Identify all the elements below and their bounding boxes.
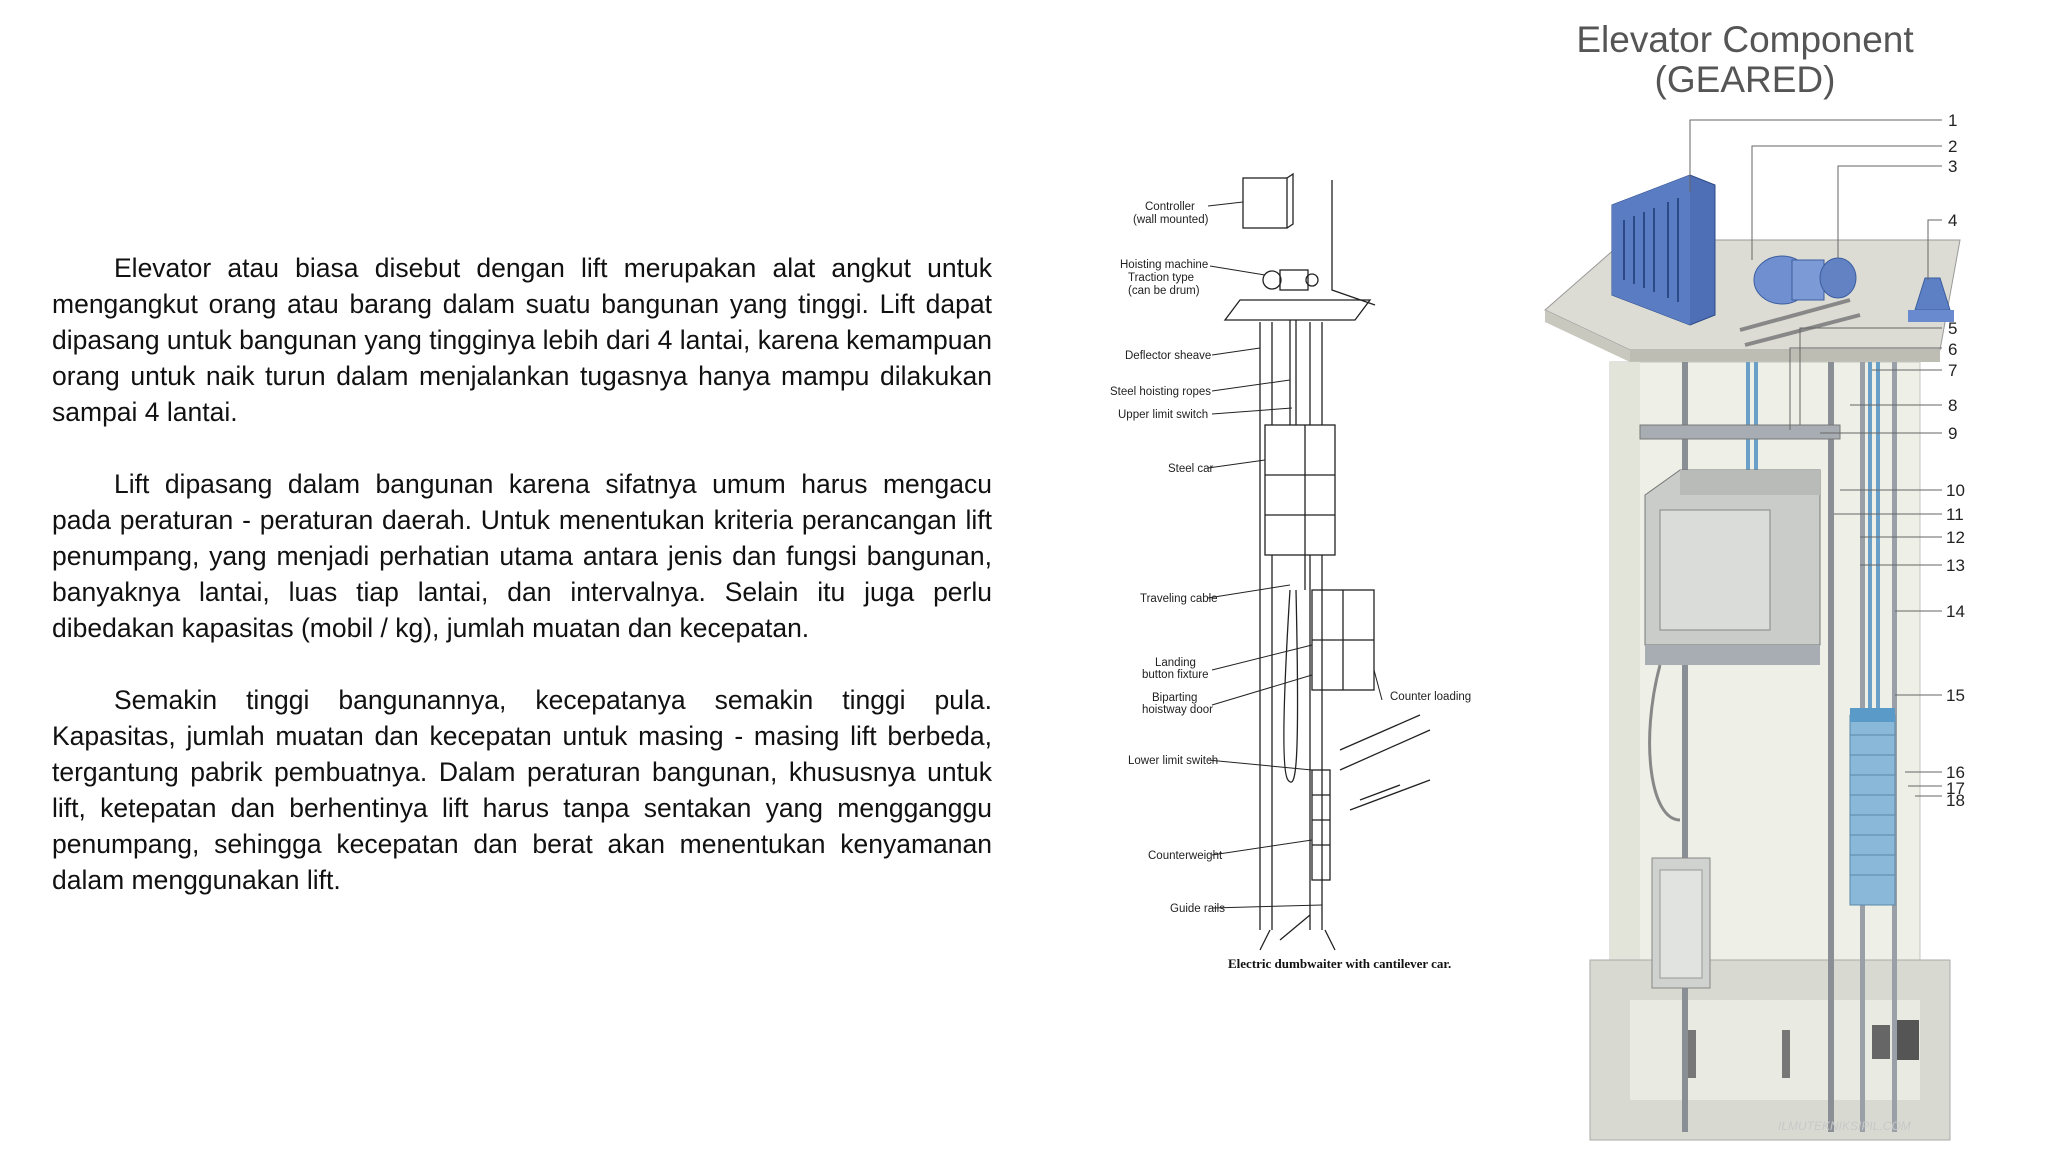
- geared-elevator-diagram: 1 2 3 4 5 6 7 8 9 10 11 12 13 14 15 16 1…: [1544, 111, 1965, 1141]
- dumbwaiter-diagram: Controller (wall mounted) Hoisting machi…: [1110, 172, 1471, 971]
- component-number-6: 6: [1948, 340, 1957, 359]
- component-number-1: 1: [1948, 111, 1957, 130]
- label-steel-hoisting-ropes: Steel hoisting ropes: [1110, 386, 1211, 398]
- label-hoistway-door: hoistway door: [1142, 704, 1213, 716]
- component-number-12: 12: [1946, 528, 1965, 547]
- component-number-9: 9: [1948, 424, 1957, 443]
- component-number-2: 2: [1948, 137, 1957, 156]
- component-number-13: 13: [1946, 556, 1965, 575]
- paragraph-2: Lift dipasang dalam bangunan karena sifa…: [52, 469, 992, 643]
- component-number-17: 17: [1946, 779, 1965, 798]
- component-number-16: 16: [1946, 763, 1965, 782]
- label-hoisting-machine: Hoisting machine: [1120, 259, 1208, 271]
- label-counterweight: Counterweight: [1148, 850, 1223, 862]
- label-traveling-cable: Traveling cable: [1140, 593, 1218, 605]
- label-counter-loading: Counter loading: [1390, 691, 1471, 703]
- label-controller: Controller: [1145, 201, 1195, 213]
- dumbwaiter-caption: Electric dumbwaiter with cantilever car.: [1228, 956, 1451, 971]
- component-number-8: 8: [1948, 396, 1957, 415]
- component-number-15: 15: [1946, 686, 1965, 705]
- paragraph-3: Semakin tinggi bangunannya, kecepatanya …: [52, 685, 992, 895]
- label-steel-car: Steel car: [1168, 463, 1214, 475]
- component-number-18: 18: [1946, 791, 1965, 810]
- label-traction-type: Traction type: [1128, 272, 1194, 284]
- label-controller-2: (wall mounted): [1133, 214, 1209, 226]
- component-number-11: 11: [1946, 505, 1964, 524]
- component-number-4: 4: [1948, 211, 1957, 230]
- component-number-5: 5: [1948, 319, 1957, 338]
- component-number-14: 14: [1946, 602, 1965, 621]
- geared-title: Elevator Component (GEARED): [1515, 20, 1975, 100]
- label-upper-limit-switch: Upper limit switch: [1118, 409, 1208, 421]
- component-number-10: 10: [1946, 481, 1965, 500]
- label-guide-rails: Guide rails: [1170, 903, 1225, 915]
- geared-title-line-2: (GEARED): [1654, 59, 1836, 100]
- label-can-be-drum: (can be drum): [1128, 285, 1200, 297]
- watermark: ILMUTEKNIKSIPIL.COM: [1778, 1119, 1911, 1133]
- geared-title-line-1: Elevator Component: [1576, 19, 1914, 60]
- paragraph-1: Elevator atau biasa disebut dengan lift …: [52, 253, 992, 427]
- label-button-fixture: button fixture: [1142, 669, 1208, 681]
- label-lower-limit-switch: Lower limit switch: [1128, 755, 1218, 767]
- label-landing: Landing: [1155, 657, 1196, 669]
- label-biparting: Biparting: [1152, 692, 1197, 704]
- component-number-3: 3: [1948, 157, 1957, 176]
- body-text: Elevator atau biasa disebut dengan lift …: [52, 250, 992, 934]
- component-number-7: 7: [1948, 361, 1957, 380]
- label-deflector-sheave: Deflector sheave: [1125, 350, 1211, 362]
